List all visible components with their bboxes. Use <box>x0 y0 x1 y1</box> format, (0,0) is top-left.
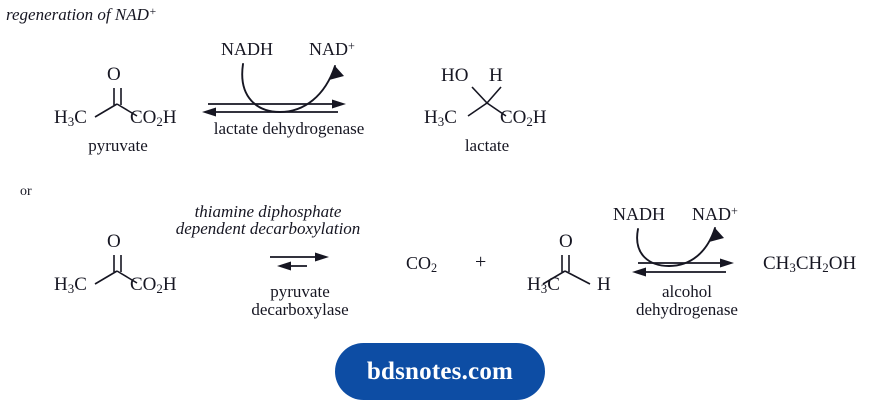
acetaldehyde-bonds <box>542 255 591 285</box>
cofactor-nad-plus-label-1: NAD+ <box>309 39 355 60</box>
lactate-name-label: lactate <box>464 136 510 155</box>
enzyme-label-dehydrogenase: dehydrogenase <box>636 300 738 319</box>
page-title: regeneration of NAD+ <box>6 6 157 23</box>
connector-or: or <box>20 184 32 199</box>
page-title-text: regeneration of NAD <box>6 5 149 24</box>
aldehyde-oxygen-label: O <box>559 231 573 252</box>
cofactor-nad-plus-label-2: NAD+ <box>692 204 738 225</box>
enzyme-label-lactate-dehydrogenase: lactate dehydrogenase <box>213 119 365 138</box>
site-logo-text: bdsnotes.com <box>366 357 514 385</box>
plus-sign: + <box>475 251 487 273</box>
carboxyl-group-label: CO2H <box>130 107 177 130</box>
carboxyl-group-label-lactate: CO2H <box>500 107 547 130</box>
methyl-group-label-lactate: H3C <box>424 107 457 130</box>
equilibrium-arrow-2 <box>270 252 329 271</box>
curved-cofactor-arrow-2 <box>636 227 724 267</box>
cofactor-nadh-label-2: NADH <box>613 204 665 224</box>
product-ethanol-label: CH3CH2OH <box>763 253 857 276</box>
enzyme-label-alcohol: alcohol <box>661 282 713 301</box>
equilibrium-arrow-1 <box>202 99 346 117</box>
pyruvate-bonds-1 <box>94 88 138 118</box>
byproduct-co2-label: CO2 <box>406 253 438 276</box>
pyruvate-bonds-2 <box>94 255 138 285</box>
hydroxyl-group-label: HO <box>441 65 469 86</box>
methyl-group-label: H3C <box>54 107 87 130</box>
mechanism-label-line-1: thiamine diphosphate <box>194 202 342 221</box>
methyl-group-label-2: H3C <box>54 274 87 297</box>
hydrogen-atom-label: H <box>489 65 503 86</box>
mechanism-label-line-2: dependent decarboxylation <box>175 219 361 238</box>
aldehyde-hydrogen-label: H <box>597 274 611 295</box>
enzyme-label-pyruvate: pyruvate <box>270 282 330 301</box>
page-title-superscript: + <box>148 5 157 19</box>
carbonyl-oxygen-label-2: O <box>107 231 121 252</box>
lactate-bonds <box>467 86 507 117</box>
cofactor-nadh-label-1: NADH <box>221 39 273 59</box>
site-logo-badge[interactable]: bdsnotes.com <box>335 343 545 400</box>
carbonyl-oxygen-label: O <box>107 64 121 85</box>
equilibrium-arrow-3 <box>632 258 734 277</box>
enzyme-label-decarboxylase: decarboxylase <box>251 300 349 319</box>
carboxyl-group-label-2: CO2H <box>130 274 177 297</box>
pyruvate-name-label: pyruvate <box>88 136 148 155</box>
